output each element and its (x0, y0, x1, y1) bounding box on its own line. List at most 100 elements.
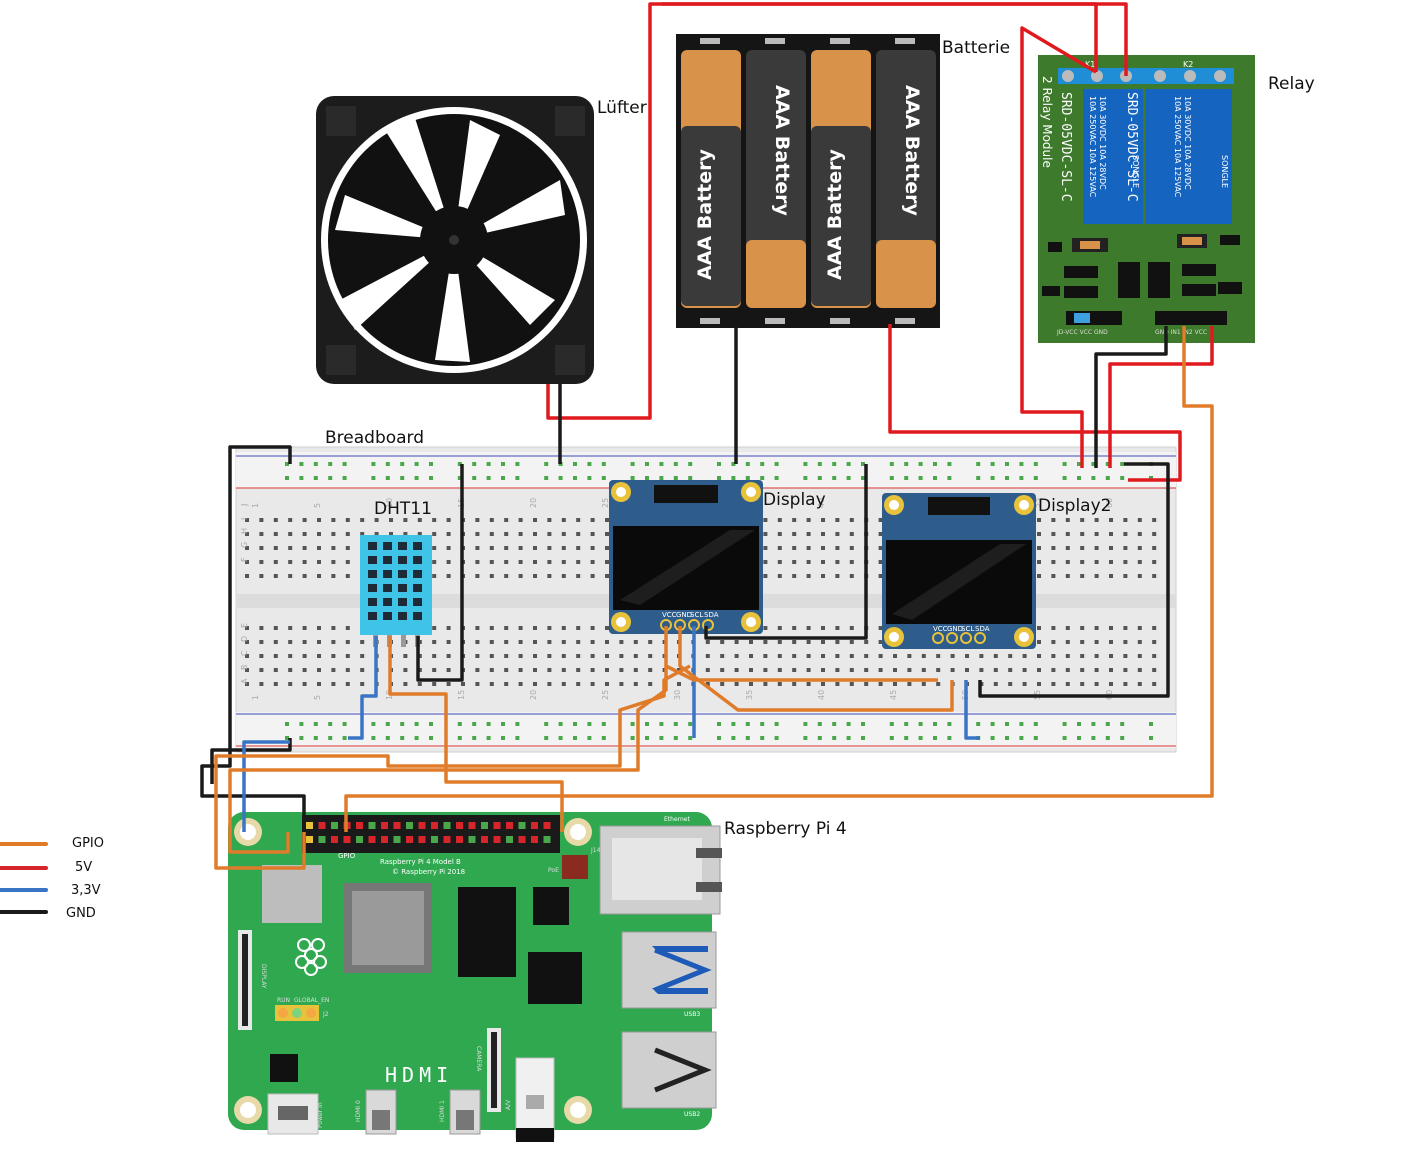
rail-hole (832, 462, 837, 466)
relay-k1-label: K1 (1085, 60, 1095, 69)
rail-hole (1105, 462, 1110, 466)
gpio-pin (356, 836, 363, 843)
rail-hole (717, 462, 721, 466)
rail-hole (731, 736, 736, 740)
relay-pins-right: GND IN1 IN2 VCC (1155, 329, 1207, 336)
breadboard-hole (533, 574, 537, 578)
rail-hole (328, 736, 333, 740)
breadboard-hole (1137, 518, 1142, 522)
breadboard-hole (936, 654, 941, 658)
breadboard-hole (489, 532, 494, 536)
breadboard-hole (1065, 654, 1070, 658)
breadboard-row-label: E (240, 623, 249, 628)
breadboard-hole (518, 654, 523, 658)
breadboard-hole (648, 668, 653, 672)
breadboard-hole (1123, 574, 1128, 578)
breadboard-hole (763, 654, 768, 658)
rail-hole (846, 736, 851, 740)
breadboard-hole (1152, 518, 1157, 522)
relay-title: 2 Relay Module (1040, 76, 1054, 168)
rail-hole (544, 722, 549, 726)
rail-hole (976, 462, 981, 466)
gpio-pin (518, 836, 526, 843)
battery-cell-label: AAA Battery (771, 85, 793, 216)
fan-label: Lüfter (597, 98, 647, 118)
rail-hole (645, 722, 649, 726)
breadboard-hole (878, 546, 883, 550)
rail-hole (1033, 722, 1038, 726)
breadboard-hole (547, 532, 552, 536)
breadboard-hole (835, 546, 840, 550)
breadboard-hole (475, 518, 480, 522)
relay-brand: SONGLE (1220, 155, 1229, 188)
rail-hole (515, 736, 520, 740)
dht11-vent (368, 542, 377, 550)
rail-hole (1120, 722, 1125, 726)
breadboard-hole (489, 574, 494, 578)
rail-hole (846, 462, 851, 466)
breadboard-hole (317, 682, 321, 686)
breadboard-hole (504, 626, 509, 630)
rail-hole (659, 462, 664, 466)
battery-cell (811, 50, 871, 308)
rail-hole (587, 476, 592, 480)
rail-hole (400, 476, 405, 480)
rail-hole (976, 476, 981, 480)
gpio-pin (343, 836, 351, 843)
breadboard-hole (777, 626, 782, 630)
breadboard-hole (288, 518, 293, 522)
breadboard-col-label: 10 (385, 498, 394, 508)
breadboard-row-label: C (240, 650, 249, 656)
rail-hole (285, 462, 289, 466)
relay-model-label: SRD-05VDC-SL-C (1124, 92, 1139, 202)
breadboard-hole (1152, 682, 1157, 686)
dht11-vent (398, 584, 407, 592)
breadboard-hole (605, 626, 609, 630)
rail-hole (918, 476, 923, 480)
rail-hole (774, 476, 779, 480)
breadboard-hole (605, 654, 609, 658)
rail-hole (630, 722, 635, 726)
breadboard-hole (518, 640, 523, 644)
breadboard-hole (489, 546, 494, 550)
breadboard-hole (763, 626, 768, 630)
gpio-pin (443, 836, 451, 843)
rail-hole (731, 476, 736, 480)
breadboard-hole (1065, 546, 1070, 550)
wire-gpio (388, 636, 564, 832)
breadboard-hole (1094, 546, 1099, 550)
breadboard-hole (763, 560, 768, 564)
breadboard-hole (849, 532, 854, 536)
breadboard-hole (331, 574, 336, 578)
wire-gnd (978, 462, 1170, 698)
breadboard-hole (590, 682, 595, 686)
breadboard-hole (1094, 640, 1099, 644)
rail-hole (760, 476, 765, 480)
ethernet-label: Ethernet (664, 816, 690, 823)
dht11-vent (413, 556, 422, 564)
breadboard-col-label: 15 (457, 690, 466, 700)
rail-hole (933, 722, 937, 726)
rail-hole (717, 476, 721, 480)
gpio-pin (431, 836, 438, 843)
breadboard-hole (979, 668, 984, 672)
usb2-label: USB2 (684, 1111, 700, 1118)
rail-hole (990, 736, 995, 740)
breadboard-col-label: 30 (673, 690, 682, 700)
breadboard-hole (633, 640, 638, 644)
breadboard-hole (619, 668, 624, 672)
gpio-pin (456, 836, 463, 843)
breadboard-hole (590, 532, 595, 536)
breadboard-hole (432, 546, 437, 550)
rail-hole (515, 722, 520, 726)
breadboard-hole (259, 654, 264, 658)
breadboard-hole (446, 640, 451, 644)
breadboard-hole (561, 560, 566, 564)
breadboard-hole (619, 654, 624, 658)
relay-model-label: SRD-05VDC-SL-C (1058, 92, 1073, 202)
rail-hole (414, 722, 419, 726)
wire-5v (662, 2, 1128, 76)
rail-hole (1149, 722, 1153, 726)
breadboard-hole (245, 546, 249, 550)
breadboard-hole (331, 546, 336, 550)
